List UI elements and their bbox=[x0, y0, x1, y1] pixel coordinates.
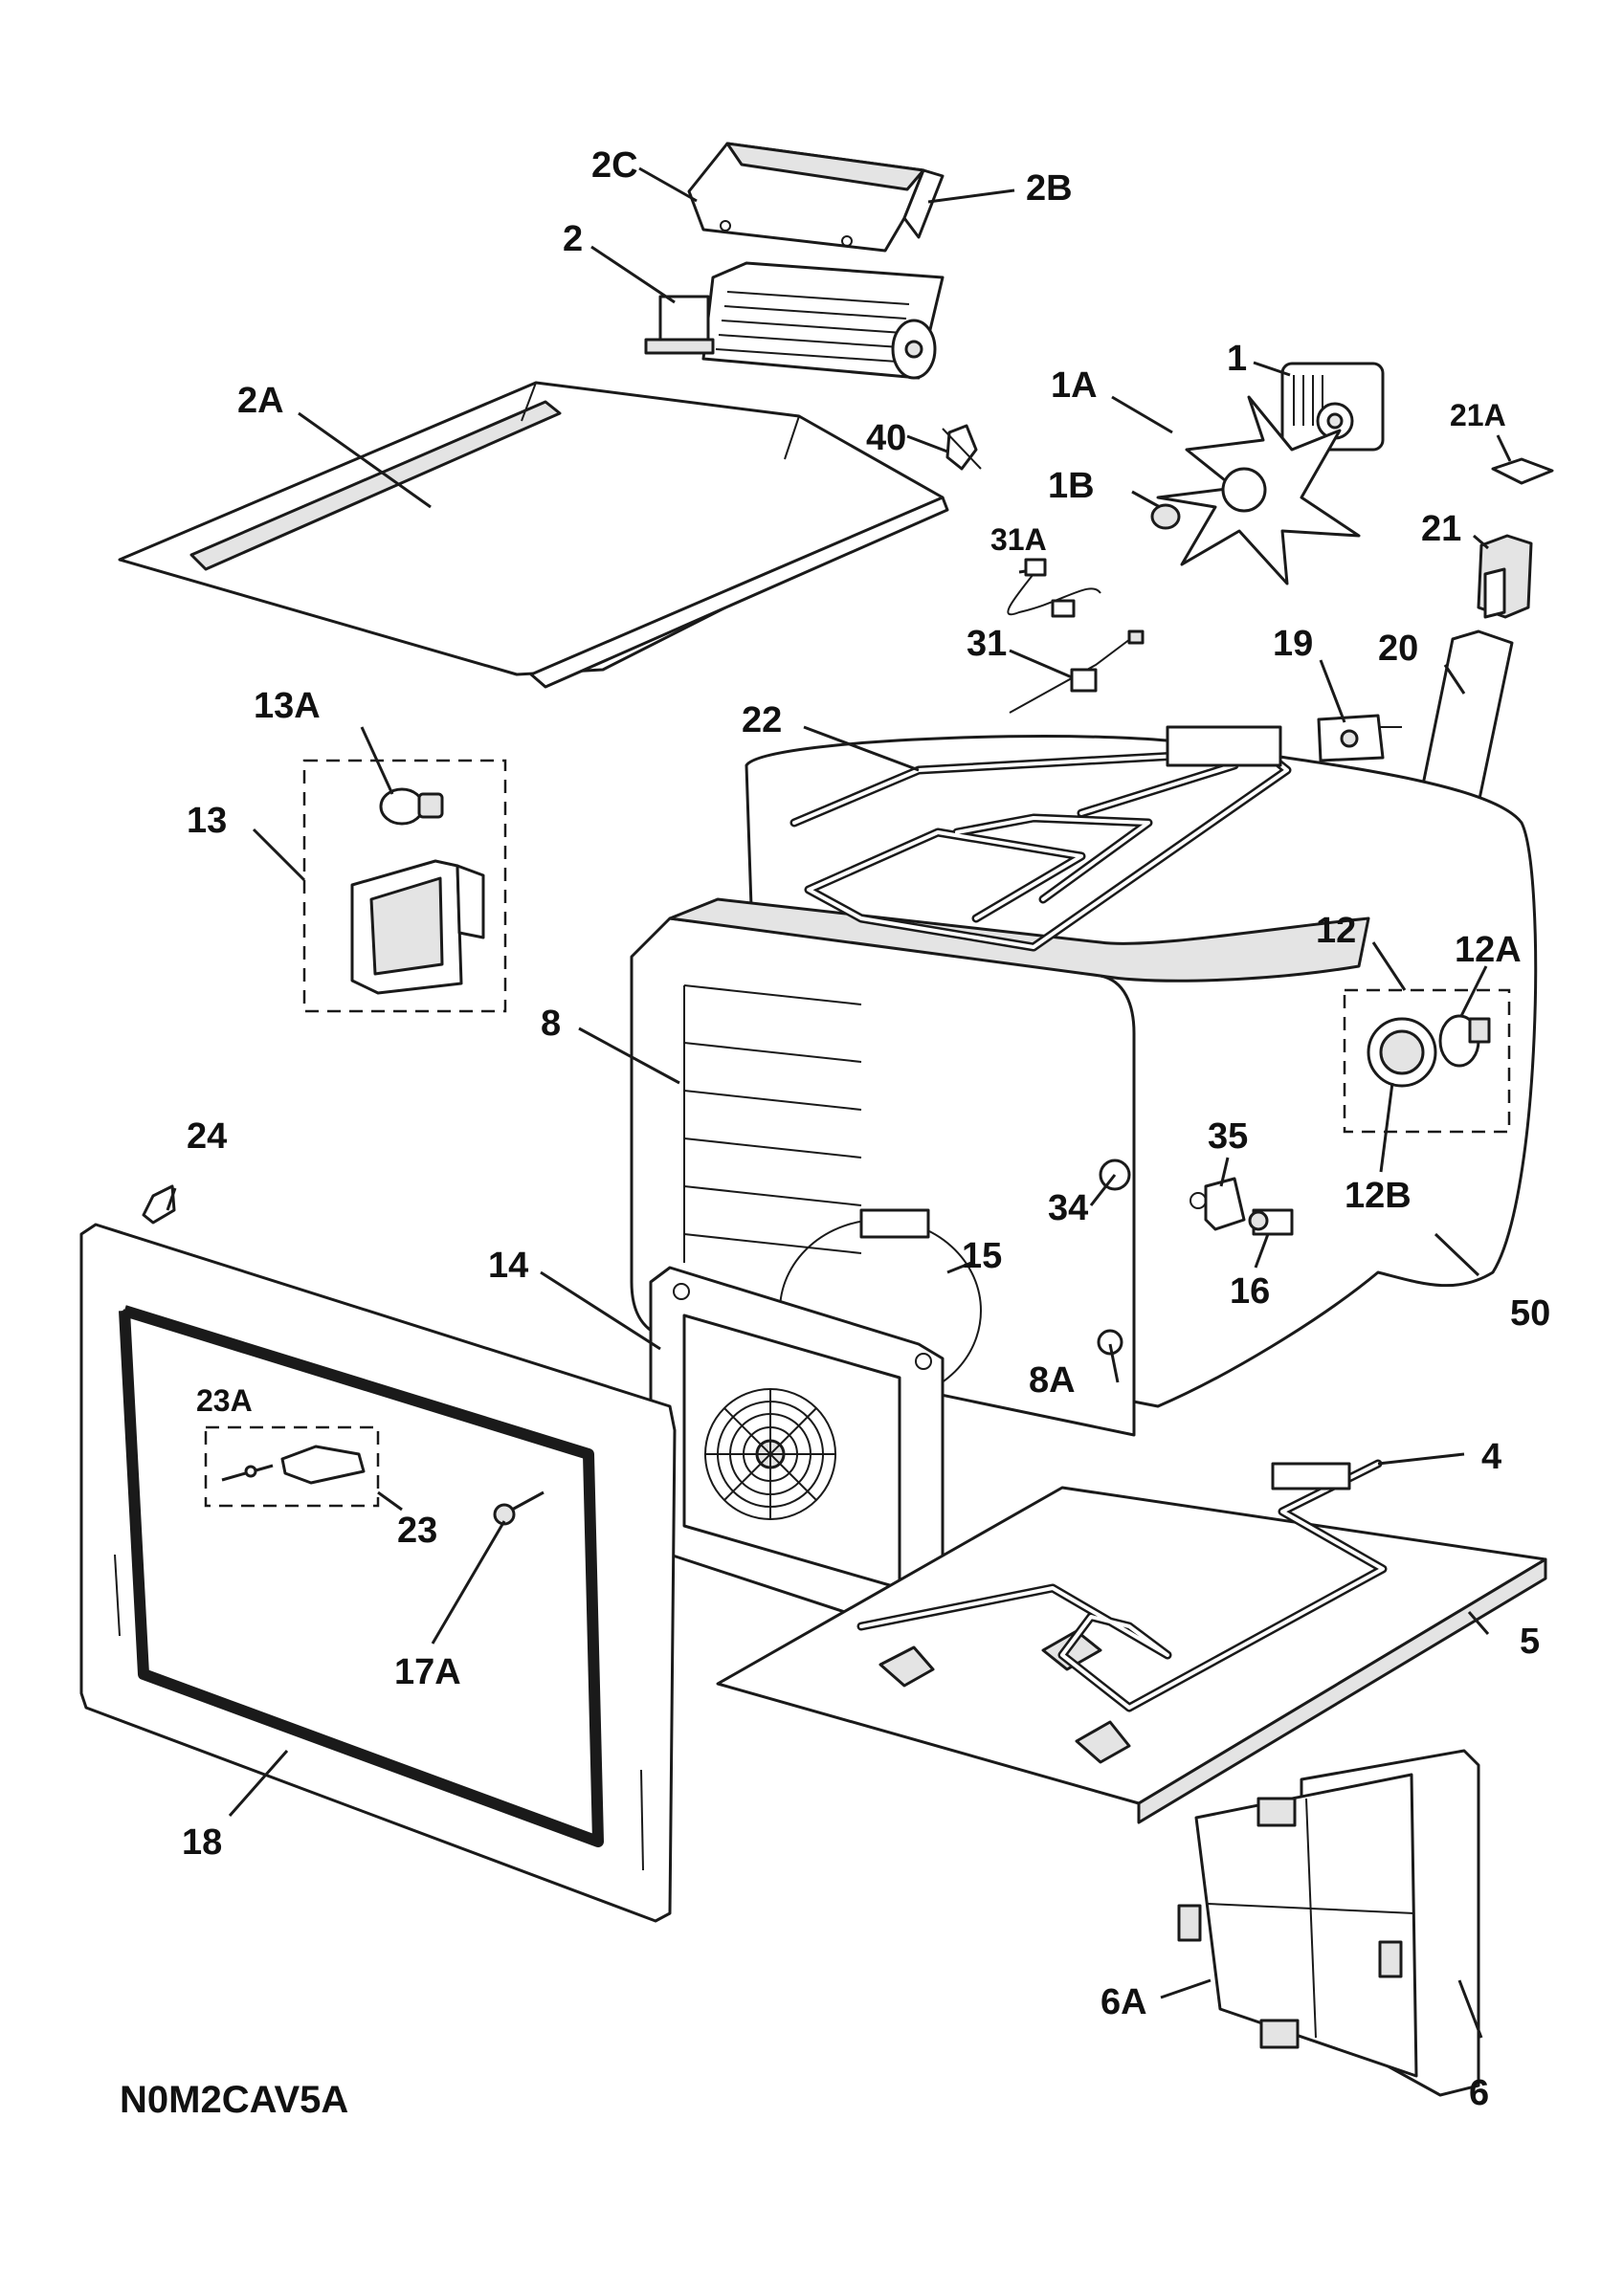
label-2A: 2A bbox=[237, 381, 284, 421]
diagram-code: N0M2CAV5A bbox=[120, 2079, 348, 2121]
part-17A-screw bbox=[493, 1490, 545, 1526]
label-8: 8 bbox=[541, 1004, 561, 1044]
callout-labels: 2C 2B 2 2A 40 1 1A 1B 21A 21 20 19 31A 3… bbox=[120, 145, 1550, 2121]
part-18-inner-door bbox=[79, 1223, 677, 1923]
part-19-terminal-block bbox=[1317, 714, 1402, 762]
group-12-rear-lamp bbox=[1343, 988, 1511, 1134]
part-fan-nut bbox=[1150, 503, 1181, 530]
label-31: 31 bbox=[967, 624, 1007, 664]
part-13A-bulb bbox=[379, 787, 444, 826]
label-23: 23 bbox=[397, 1511, 437, 1551]
group-23-door-clip bbox=[204, 1425, 380, 1508]
label-13: 13 bbox=[187, 801, 227, 841]
part-cooling-fan bbox=[644, 261, 945, 380]
part-8A-fitting bbox=[1097, 1329, 1123, 1356]
part-16-thermostat bbox=[1248, 1208, 1294, 1236]
label-21: 21 bbox=[1421, 509, 1461, 549]
label-12: 12 bbox=[1316, 911, 1356, 951]
label-20: 20 bbox=[1378, 629, 1418, 669]
label-6A: 6A bbox=[1101, 1982, 1147, 2022]
label-6: 6 bbox=[1469, 2073, 1489, 2113]
label-18: 18 bbox=[182, 1822, 222, 1863]
label-5: 5 bbox=[1520, 1622, 1540, 1662]
part-23-clip bbox=[280, 1445, 366, 1485]
label-21A: 21A bbox=[1450, 398, 1506, 432]
label-1B: 1B bbox=[1048, 466, 1095, 506]
part-13-lamp-housing bbox=[350, 859, 485, 995]
label-12B: 12B bbox=[1345, 1176, 1412, 1216]
label-1A: 1A bbox=[1051, 365, 1098, 406]
part-24-bracket bbox=[142, 1184, 176, 1225]
label-16: 16 bbox=[1230, 1271, 1270, 1312]
label-2: 2 bbox=[563, 219, 583, 259]
label-23A: 23A bbox=[196, 1383, 253, 1418]
part-31-thermostat-wire bbox=[1009, 629, 1145, 714]
part-fan-blade bbox=[1156, 395, 1361, 585]
part-6-electronic-module bbox=[1177, 1749, 1480, 2097]
part-5-base-plate bbox=[716, 1486, 1547, 1824]
label-15: 15 bbox=[962, 1236, 1002, 1276]
part-40-bracket bbox=[942, 424, 982, 471]
label-19: 19 bbox=[1273, 624, 1313, 664]
label-34: 34 bbox=[1048, 1188, 1088, 1228]
part-21A-cover bbox=[1491, 457, 1554, 485]
label-2C: 2C bbox=[591, 145, 638, 186]
part-deflector-plate bbox=[118, 381, 949, 689]
label-50: 50 bbox=[1510, 1293, 1550, 1334]
part-31A-wire bbox=[1007, 558, 1101, 618]
part-23A-pin bbox=[221, 1464, 274, 1482]
label-31A: 31A bbox=[990, 522, 1047, 557]
label-8A: 8A bbox=[1029, 1360, 1076, 1401]
part-20-channel bbox=[1419, 629, 1514, 806]
label-2B: 2B bbox=[1026, 168, 1073, 209]
part-35-switch bbox=[1189, 1177, 1246, 1231]
group-13-side-lamp bbox=[302, 759, 507, 1013]
label-22: 22 bbox=[742, 700, 782, 740]
part-convection-motor bbox=[1280, 362, 1385, 452]
part-12B-lamp-cover bbox=[1367, 1017, 1437, 1088]
label-35: 35 bbox=[1208, 1116, 1248, 1157]
label-17A: 17A bbox=[394, 1652, 461, 1692]
leader-lines bbox=[166, 166, 1512, 2039]
part-4-base-element bbox=[856, 1459, 1388, 1712]
part-grill-element bbox=[789, 725, 1292, 952]
label-12A: 12A bbox=[1455, 930, 1522, 970]
label-14: 14 bbox=[488, 1246, 528, 1286]
part-21-holder bbox=[1477, 534, 1533, 619]
label-4: 4 bbox=[1481, 1437, 1501, 1477]
label-24: 24 bbox=[187, 1116, 227, 1157]
part-12A-bulb bbox=[1438, 1014, 1491, 1068]
part-air-duct bbox=[687, 142, 945, 253]
label-1: 1 bbox=[1227, 339, 1247, 379]
label-13A: 13A bbox=[254, 686, 321, 726]
label-40: 40 bbox=[866, 418, 906, 458]
